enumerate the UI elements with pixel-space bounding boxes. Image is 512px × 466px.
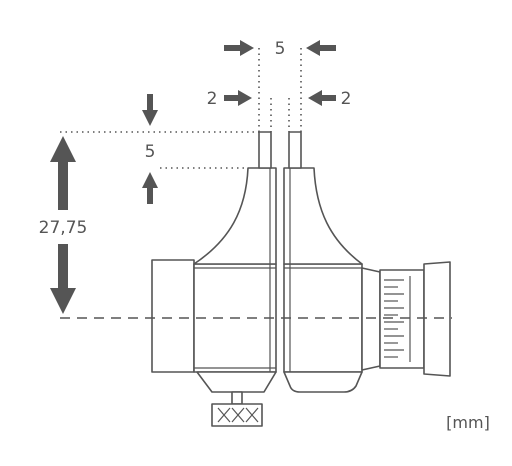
extension-lines	[60, 48, 302, 169]
arrow-down-icon	[142, 94, 158, 126]
left-jaw-width-label: 2	[207, 89, 218, 109]
arrow-right-icon	[224, 40, 254, 56]
jaw-gap-label: 5	[275, 39, 286, 59]
right-foot	[283, 371, 363, 393]
left-collar	[151, 259, 195, 373]
left-jaw-tip	[258, 131, 272, 169]
arrow-down-icon	[50, 244, 76, 314]
arrow-left-icon	[308, 90, 336, 106]
arrow-right-icon	[224, 90, 252, 106]
left-housing	[151, 131, 277, 427]
dimension-arrows	[50, 40, 336, 314]
center-height-label: 27,75	[39, 218, 88, 238]
arrow-left-icon	[306, 40, 336, 56]
micrometer-thimble	[423, 261, 451, 377]
right-housing	[283, 131, 451, 393]
knurled-knob	[211, 403, 263, 427]
right-jaw-tip	[288, 131, 302, 169]
left-foot	[196, 371, 277, 393]
thimble-neck	[361, 267, 381, 371]
micrometer-barrel	[379, 269, 425, 369]
left-jaw	[193, 167, 277, 265]
arrow-up-icon	[142, 172, 158, 204]
micrometer-scale	[384, 276, 411, 362]
tip-length-label: 5	[145, 142, 156, 162]
right-jaw-width-label: 2	[341, 89, 352, 109]
arrow-up-icon	[50, 136, 76, 210]
unit-label: [mm]	[446, 413, 490, 432]
knob-stem	[231, 391, 243, 405]
right-jaw	[283, 167, 363, 265]
